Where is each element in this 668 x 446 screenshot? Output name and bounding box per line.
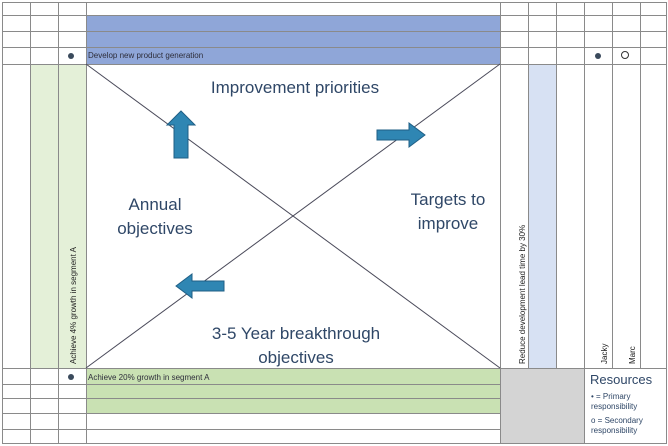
secondary-circle-icon (621, 51, 629, 59)
diagonal-line (85, 63, 501, 369)
grid-line (58, 2, 59, 444)
grid-line (2, 2, 666, 3)
arrow-left-icon (175, 273, 225, 299)
bottom-objective: Achieve 20% growth in segment A (88, 373, 210, 382)
grid-line (2, 31, 666, 32)
grid-line (2, 398, 500, 399)
annual-objectives-label: Annual objectives (117, 195, 193, 238)
resources-title: Resources (590, 372, 653, 387)
grid-line (2, 368, 666, 369)
bottom-green-band (86, 368, 500, 413)
breakthrough-objectives-label: 3-5 Year breakthrough objectives (211, 324, 381, 367)
grid-line (556, 2, 557, 368)
grid-line (2, 443, 666, 444)
bottom-right-gray (500, 368, 584, 444)
targets-to-improve-label: Targets to improve (410, 190, 486, 233)
grid-line (666, 2, 667, 444)
left-green-column (30, 64, 58, 368)
arrow-right-icon (376, 122, 426, 148)
grid-line (500, 2, 501, 444)
person-name: Marc (628, 346, 637, 364)
primary-legend: • = Primary responsibility (591, 392, 638, 411)
person-name: Jacky (600, 343, 609, 364)
grid-line (612, 2, 613, 368)
right-blue-column (528, 64, 556, 368)
grid-line (2, 413, 500, 414)
grid-line (640, 2, 641, 368)
top-objective: Develop new product generation (88, 51, 204, 60)
left-objective: Achieve 4% growth in segment A (69, 247, 78, 364)
grid-line (86, 2, 87, 444)
grid-line (2, 15, 666, 16)
right-objective: Reduce development lead time by 30% (518, 224, 527, 364)
primary-dot-icon (68, 374, 74, 380)
top-blue-band (86, 15, 500, 64)
grid-line (2, 47, 666, 48)
primary-dot-icon (68, 53, 74, 59)
grid-line (584, 2, 585, 444)
grid-line (2, 429, 500, 430)
grid-line (528, 2, 529, 368)
primary-dot-icon (595, 53, 601, 59)
grid-line (2, 384, 500, 385)
arrow-up-icon (165, 110, 197, 159)
improvement-priorities-label: Improvement priorities (210, 78, 380, 97)
grid-line (2, 2, 3, 444)
grid-line (30, 2, 31, 444)
secondary-legend: o = Secondary responsibility (591, 416, 643, 435)
grid-line (2, 64, 666, 65)
left-green-column-2 (58, 64, 86, 368)
